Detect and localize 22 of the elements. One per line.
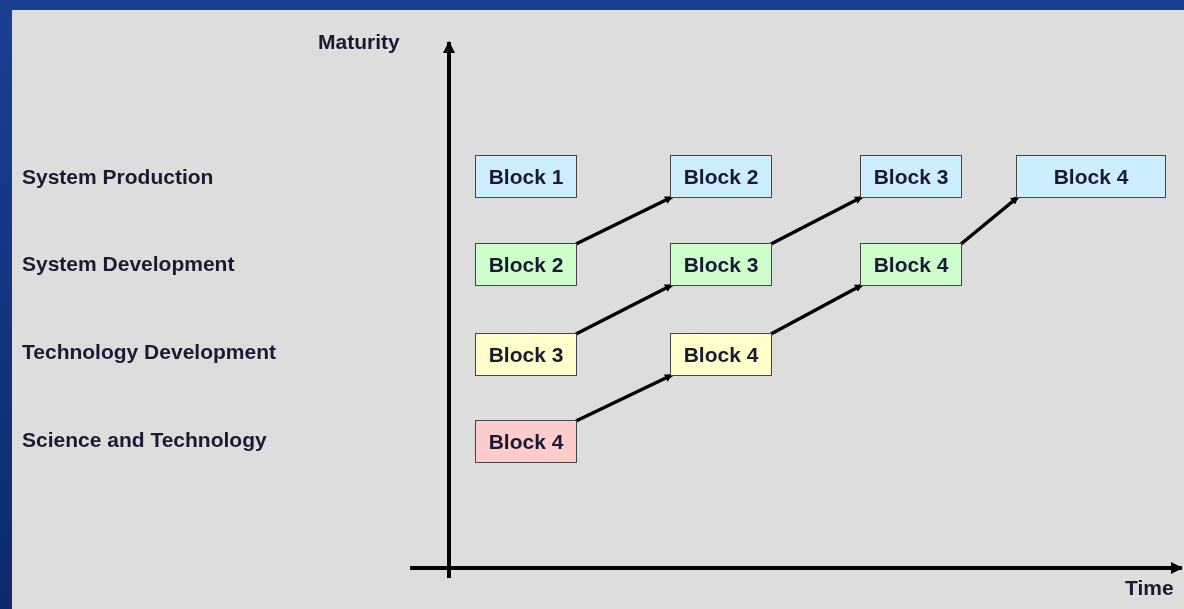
block-box: Block 4 [475,420,577,463]
block-box: Block 4 [1016,155,1166,198]
block-box: Block 3 [475,333,577,376]
arrow [575,283,673,336]
block-box: Block 1 [475,155,577,198]
block-box: Block 3 [670,243,772,286]
row-label: Science and Technology [22,428,267,452]
arrow [770,283,863,336]
row-label: System Production [22,165,214,189]
block-box: Block 2 [670,155,772,198]
block-box: Block 3 [860,155,962,198]
arrow [575,373,673,423]
block-box: Block 2 [475,243,577,286]
axis-label: Maturity [318,30,400,54]
row-label: Technology Development [22,340,276,364]
row-label: System Development [22,252,235,276]
arrow [770,195,863,246]
axis-label: Time [1125,576,1174,600]
block-box: Block 4 [860,243,962,286]
arrow [575,195,673,246]
block-box: Block 4 [670,333,772,376]
arrow [959,195,1020,246]
